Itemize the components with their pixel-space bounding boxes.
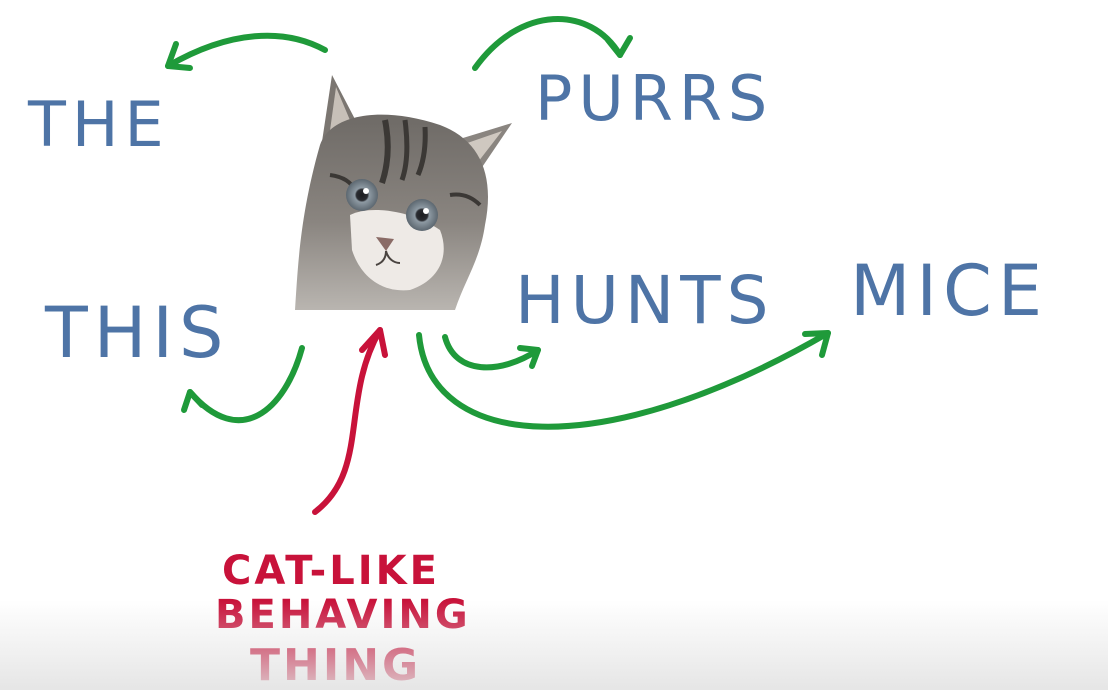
- kitten-image: [295, 75, 512, 310]
- arrow-to-mice: [416, 330, 831, 430]
- word-purrs: PURRS: [535, 62, 774, 135]
- arrow-label-to-cat: [312, 327, 383, 515]
- word-the: THE: [28, 88, 170, 161]
- bottom-gradient-overlay: [0, 600, 1108, 690]
- arrow-to-the: [165, 32, 328, 69]
- word-mice: MICE: [850, 250, 1049, 332]
- arrow-to-hunts: [442, 334, 541, 371]
- label-line-1: CAT-LIKE: [222, 548, 440, 594]
- word-hunts: HUNTS: [515, 262, 775, 339]
- arrow-to-this: [187, 345, 305, 424]
- arrow-to-purrs: [472, 15, 623, 71]
- word-this: THIS: [45, 292, 230, 374]
